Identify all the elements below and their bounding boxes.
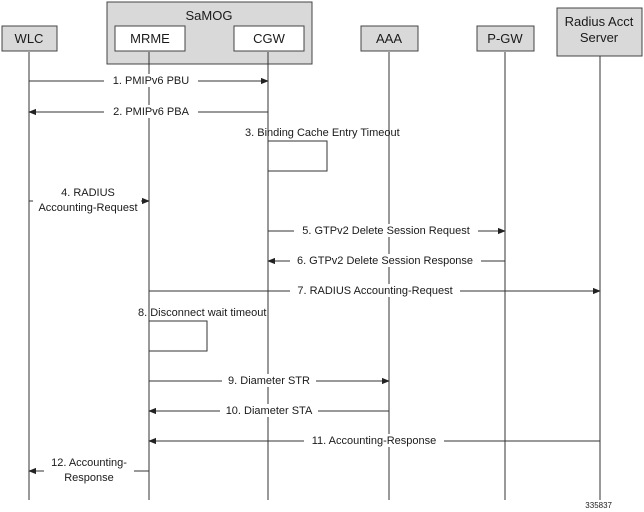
message-5-label-bg bbox=[294, 224, 478, 237]
message-9-label: 9. Diameter STR bbox=[228, 375, 310, 387]
message-1-label: 1. PMIPv6 PBU bbox=[113, 75, 189, 87]
entity-aaa-box bbox=[360, 25, 419, 52]
message-11-label-bg bbox=[304, 434, 444, 447]
entity-radius-box bbox=[556, 7, 643, 57]
message-10-label: 10. Diameter STA bbox=[226, 405, 313, 417]
message-12-label-line1: 12. Accounting- bbox=[51, 457, 127, 469]
message-7-label: 7. RADIUS Accounting-Request bbox=[297, 285, 452, 297]
message-2-label-bg bbox=[104, 105, 198, 118]
entity-radius-label-line2: Server bbox=[580, 30, 619, 45]
message-11-label: 11. Accounting-Response bbox=[312, 435, 437, 447]
message-3-self-loop bbox=[268, 140, 328, 172]
message-2-label: 2. PMIPv6 PBA bbox=[113, 106, 189, 118]
message-4-label-line1: 4. RADIUS bbox=[61, 187, 115, 199]
entity-cgw-box bbox=[233, 25, 305, 52]
entity-aaa-label: AAA bbox=[376, 31, 402, 46]
entity-pgw-label: P-GW bbox=[487, 31, 523, 46]
message-5-label: 5. GTPv2 Delete Session Request bbox=[302, 225, 470, 237]
message-6-label-bg bbox=[290, 254, 481, 267]
message-8-self-loop bbox=[149, 320, 208, 352]
samog-label: SaMOG bbox=[186, 8, 233, 23]
message-4-label-line2: Accounting-Request bbox=[38, 202, 137, 214]
entity-wlc-box bbox=[1, 25, 58, 52]
message-7-label-bg bbox=[290, 284, 460, 297]
message-9-label-bg bbox=[222, 374, 316, 387]
message-1-label-bg bbox=[104, 74, 198, 87]
entity-radius-label-line1: Radius Acct bbox=[565, 14, 634, 29]
message-4-label-bg bbox=[33, 186, 141, 213]
entity-mrme-box bbox=[114, 25, 186, 52]
message-10-label-bg bbox=[220, 404, 318, 417]
figure-id: 335837 bbox=[585, 501, 612, 510]
entity-wlc-label: WLC bbox=[15, 31, 44, 46]
message-12-label-line2: Response bbox=[64, 472, 114, 484]
message-12-label-bg bbox=[44, 456, 134, 483]
message-8-label: 8. Disconnect wait timeout bbox=[138, 307, 266, 319]
entity-pgw-box bbox=[476, 25, 535, 52]
message-3-label: 3. Binding Cache Entry Timeout bbox=[245, 127, 400, 139]
entity-cgw-label: CGW bbox=[253, 31, 286, 46]
message-6-label: 6. GTPv2 Delete Session Response bbox=[297, 255, 473, 267]
entity-mrme-label: MRME bbox=[130, 31, 170, 46]
